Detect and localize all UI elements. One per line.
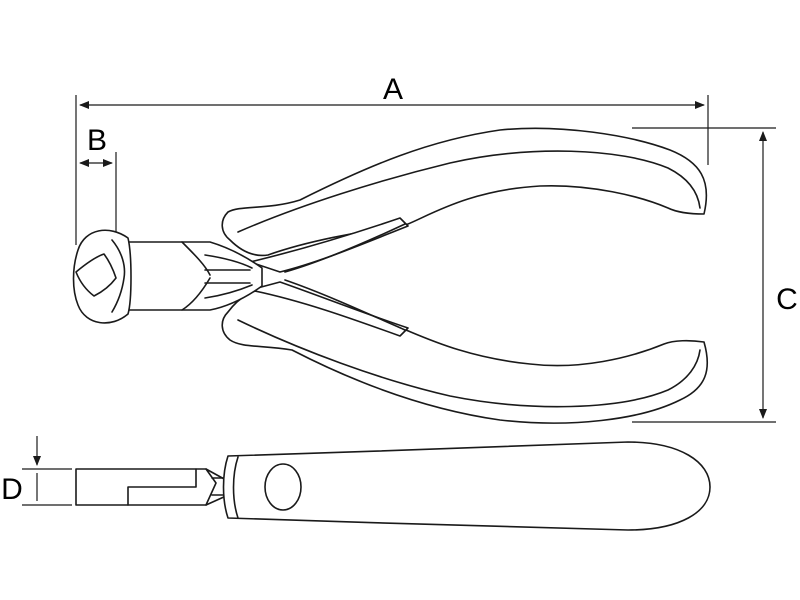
dimension-b-label: B xyxy=(87,124,107,157)
dimension-b: B xyxy=(79,124,117,232)
dimension-c: C xyxy=(632,127,798,423)
upper-handle-inner-line xyxy=(237,150,701,233)
joint-detail-lower xyxy=(204,284,253,299)
pliers-top-view xyxy=(72,127,708,424)
dimension-a: A xyxy=(75,73,709,245)
cutting-head xyxy=(72,229,132,324)
dimension-a-label: A xyxy=(383,73,403,106)
side-handle-oval xyxy=(264,463,302,511)
joint-slot xyxy=(204,269,251,284)
lower-handle-inner-line xyxy=(237,319,701,408)
side-handle xyxy=(222,441,711,531)
lower-inner-arm xyxy=(249,281,409,337)
joint-curve-left xyxy=(181,277,211,311)
dimension-d-label: D xyxy=(1,473,23,506)
head-inner-curve xyxy=(111,239,126,313)
dimension-d: D xyxy=(1,436,72,506)
spring-lower xyxy=(284,279,406,331)
joint-curve-top xyxy=(181,241,211,276)
cutting-edge xyxy=(75,253,117,297)
joint-detail-upper xyxy=(204,254,253,269)
pliers-side-view xyxy=(75,441,711,531)
side-handle-collar xyxy=(232,456,239,519)
dimension-c-label: C xyxy=(776,283,798,316)
side-head-step xyxy=(127,468,197,506)
upper-handle xyxy=(221,127,708,257)
lower-handle xyxy=(221,288,708,424)
spring-upper xyxy=(284,223,406,273)
